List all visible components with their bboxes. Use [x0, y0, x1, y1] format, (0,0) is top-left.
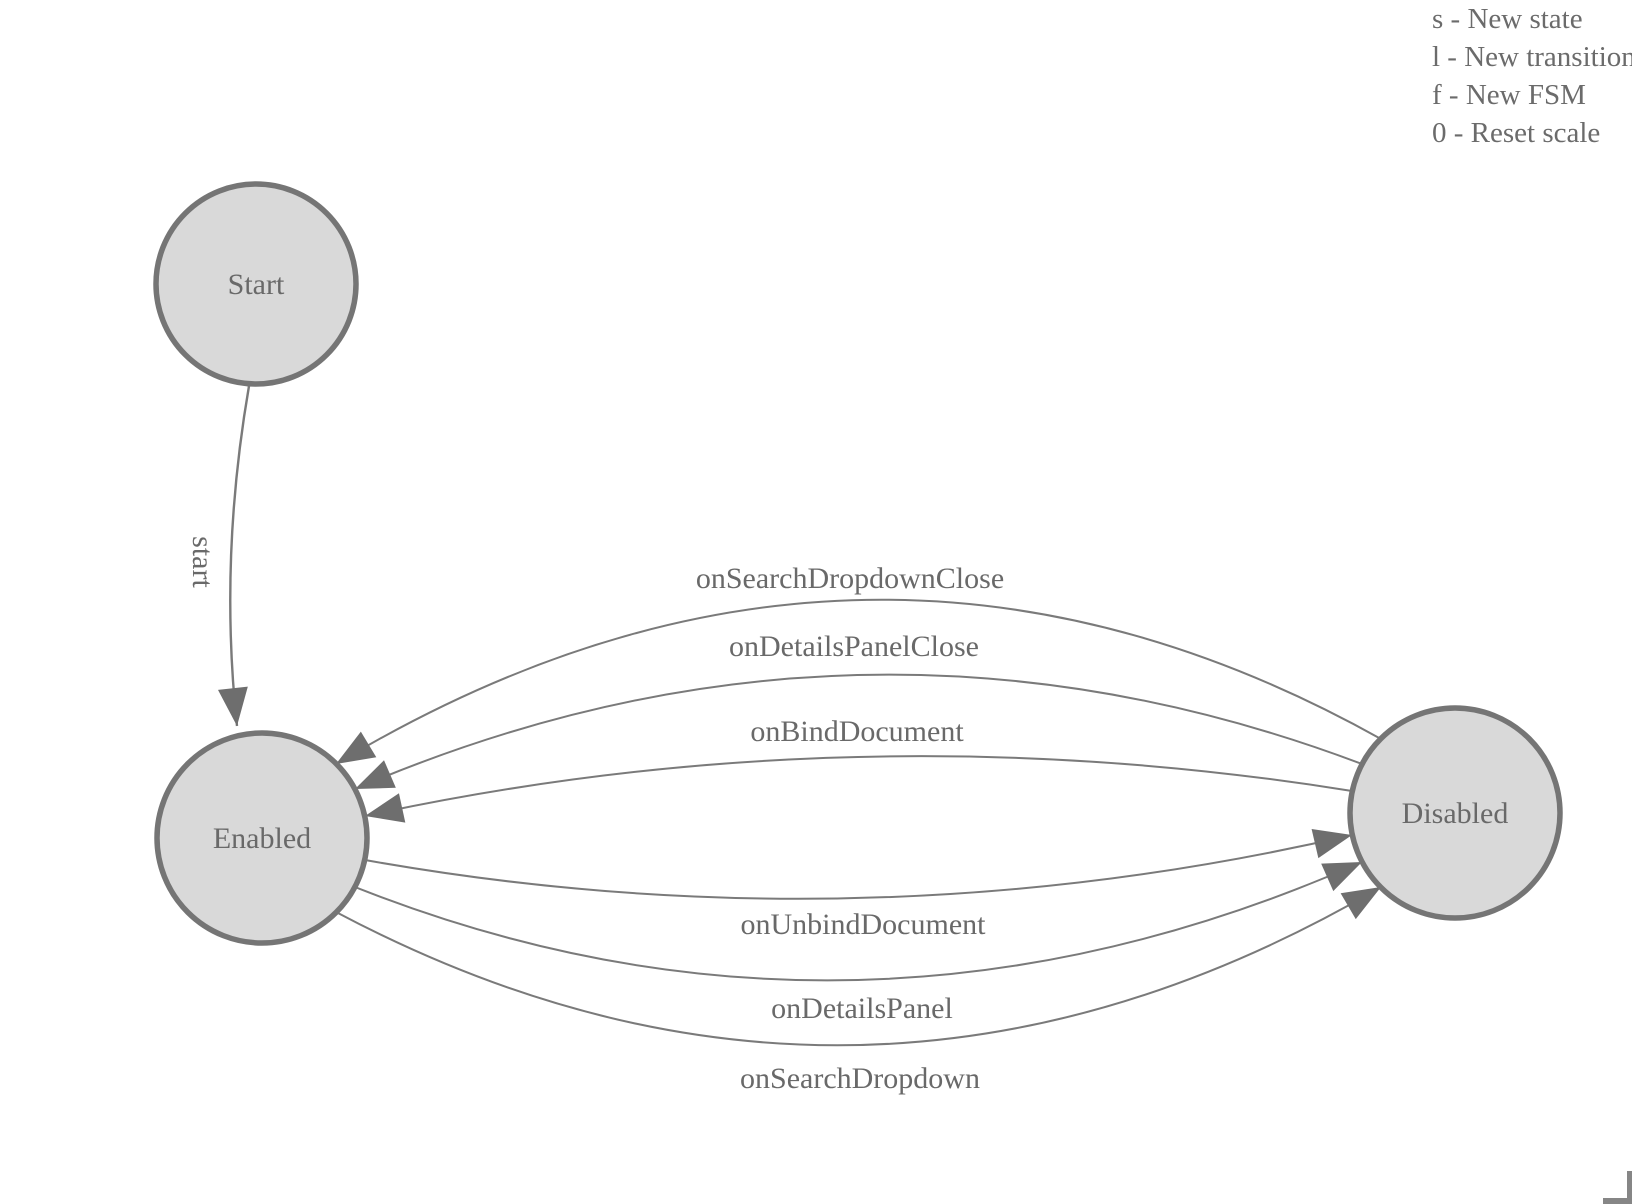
state-node-start[interactable]: [153, 181, 359, 387]
legend-line-reset-scale: 0 - Reset scale: [1432, 117, 1601, 149]
canvas-corner-mark-vertical: [1627, 1171, 1632, 1204]
transition-label-ondetailspanelclose: onDetailsPanelClose: [729, 630, 979, 663]
transition-ondetailspanelclose[interactable]: [354, 673, 1363, 790]
transition-label-onunbinddocument: onUnbindDocument: [741, 908, 987, 941]
transition-start-to-enabled[interactable]: [217, 385, 251, 727]
transition-ondetailspanel[interactable]: [354, 861, 1363, 982]
shortcuts-legend: s - New state l - New transition f - New…: [1432, 0, 1632, 152]
legend-line-new-state: s - New state: [1432, 3, 1583, 35]
transition-label-start: start: [186, 536, 219, 588]
legend-line-new-fsm: f - New FSM: [1432, 79, 1586, 111]
transition-label-ondetailspanel: onDetailsPanel: [771, 992, 953, 1025]
state-label-enabled: Enabled: [213, 822, 311, 855]
state-node-disabled[interactable]: [1347, 705, 1563, 921]
state-node-enabled[interactable]: [154, 730, 370, 946]
transition-label-onsearchdropdownclose: onSearchDropdownClose: [696, 562, 1004, 595]
transition-label-onsearchdropdown: onSearchDropdown: [740, 1062, 980, 1095]
state-label-start: Start: [228, 268, 285, 301]
canvas-corner-mark-horizontal: [1603, 1198, 1632, 1204]
transition-onbinddocument[interactable]: [364, 755, 1353, 823]
transition-label-onbinddocument: onBindDocument: [750, 715, 964, 748]
legend-line-new-transition: l - New transition: [1432, 41, 1632, 73]
transition-onunbinddocument[interactable]: [364, 828, 1353, 900]
transition-onsearchdropdown[interactable]: [335, 886, 1382, 1047]
state-label-disabled: Disabled: [1402, 797, 1509, 830]
transition-onsearchdropdownclose[interactable]: [335, 598, 1382, 765]
